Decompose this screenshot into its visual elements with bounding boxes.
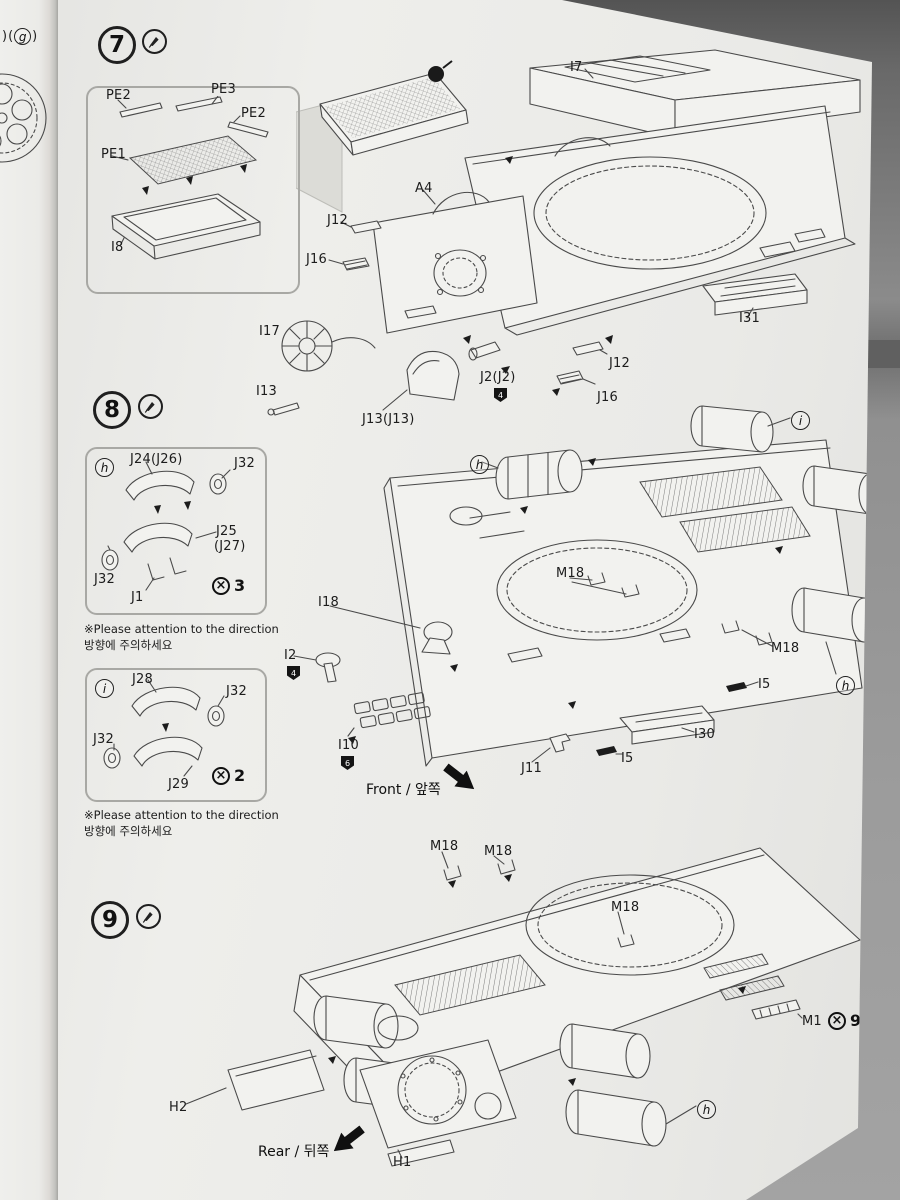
part-label-j13: J13(J13): [362, 412, 415, 427]
knife-icon: [138, 394, 163, 419]
multiply-icon: ×: [212, 766, 230, 785]
tank-h-right-badge: h: [836, 676, 855, 695]
color-tag-j2: 4: [494, 388, 507, 402]
step8-subassembly-i-illustration: [103, 679, 225, 777]
part-label-j11: J11: [521, 761, 542, 776]
part-label-j12-right: J12: [609, 356, 630, 371]
part-label-j16-left: J16: [306, 252, 327, 267]
knife-glyph: [144, 402, 155, 413]
quantity-m1-value: 9: [850, 1011, 862, 1030]
direction-note-i: ※Please attention to the direction 방향에 주…: [84, 808, 279, 839]
step-9-number: 9: [91, 901, 129, 939]
tank-h-badge: h: [470, 455, 489, 474]
adjacent-page-label: ) ( g ): [2, 28, 37, 45]
part-label-i17: I17: [259, 324, 280, 339]
quantity-h-value: 3: [234, 576, 246, 595]
part-label-i13: I13: [256, 384, 277, 399]
quantity-i: × 2: [212, 766, 245, 785]
cement-icon: [428, 66, 444, 82]
knife-glyph: [142, 912, 153, 923]
step7-detail-illustration: [111, 96, 269, 260]
part-label-j32-i-top: J32: [226, 684, 247, 699]
tank-i-badge: i: [791, 411, 810, 430]
part-label-j28: J28: [132, 672, 153, 687]
adjacent-paren-close: ): [32, 29, 38, 44]
direction-note-h-en: ※Please attention to the direction: [84, 622, 279, 636]
step-8-number: 8: [93, 391, 131, 429]
direction-note-h: ※Please attention to the direction 방향에 주…: [84, 622, 279, 653]
part-label-i8: I8: [111, 240, 124, 255]
part-label-m18-right: M18: [771, 641, 800, 656]
subassembly-g-badge: g: [14, 28, 32, 45]
part-label-j32-h-top: J32: [234, 456, 255, 471]
part-label-pe3: PE3: [211, 82, 236, 97]
part-label-j32-i-left: J32: [93, 732, 114, 747]
part-label-a4: A4: [415, 181, 433, 196]
step7-main-illustration: [267, 49, 861, 416]
adjacent-page-part-illustration: [0, 73, 47, 163]
step7-detail-box: [86, 86, 300, 294]
part-label-j32-h-left: J32: [94, 572, 115, 587]
adjacent-paren-open: (: [8, 29, 14, 44]
part-label-j24: J24(J26): [130, 452, 183, 467]
part-label-j12-left: J12: [327, 213, 348, 228]
part-label-m18-b: M18: [484, 844, 513, 859]
part-label-pe2-right: PE2: [241, 106, 266, 121]
quantity-h: × 3: [212, 576, 245, 595]
part-label-i7: I7: [570, 60, 583, 75]
step8-subassembly-i-box: [85, 668, 267, 802]
part-label-j16-right: J16: [597, 390, 618, 405]
knife-icon: [142, 29, 167, 54]
subassembly-h-badge: h: [95, 458, 114, 477]
part-label-i5-bottom: I5: [621, 751, 634, 766]
adjacent-paren: ): [2, 29, 8, 44]
step-7-number: 7: [98, 26, 136, 64]
part-label-j27: (J27): [214, 539, 246, 554]
front-direction-label: Front / 앞쪽: [366, 782, 441, 798]
multiply-icon: ×: [828, 1011, 846, 1030]
part-label-i18: I18: [318, 595, 339, 610]
direction-note-i-en: ※Please attention to the direction: [84, 808, 279, 822]
part-label-i2: I2: [284, 648, 297, 663]
step-9-digit: 9: [101, 907, 118, 933]
subassembly-i-badge: i: [95, 679, 114, 698]
part-label-pe2-top: PE2: [106, 88, 131, 103]
step8-subassembly-h-box: [85, 447, 267, 615]
part-label-h2: H2: [169, 1100, 188, 1115]
color-tag-i10: 6: [341, 756, 354, 770]
part-label-i31: I31: [739, 311, 760, 326]
quantity-i-value: 2: [234, 766, 246, 785]
part-label-m1: M1: [802, 1014, 822, 1029]
step-8-digit: 8: [103, 397, 120, 423]
adjacent-page-edge: ) ( g ): [0, 0, 60, 1200]
color-tag-i2: 4: [287, 666, 300, 680]
part-label-j1: J1: [131, 590, 144, 605]
part-label-m18-center: M18: [556, 566, 585, 581]
step8-subassembly-h-illustration: [101, 461, 231, 591]
part-label-i10: I10: [338, 738, 359, 753]
part-label-pe1: PE1: [101, 147, 126, 162]
part-label-i5-right: I5: [758, 677, 771, 692]
multiply-icon: ×: [212, 576, 230, 595]
part-label-m18-c: M18: [611, 900, 640, 915]
rear-direction-label: Rear / 뒤쪽: [258, 1144, 330, 1160]
quantity-m1: × 9: [828, 1011, 861, 1030]
step8-main-illustration: [293, 405, 872, 767]
knife-icon: [136, 904, 161, 929]
part-label-j2: J2(J2): [480, 370, 516, 385]
part-label-m18-a: M18: [430, 839, 459, 854]
knife-glyph: [148, 37, 159, 48]
step9-main-illustration: [185, 847, 861, 1167]
tank-h-badge-step9: h: [697, 1100, 716, 1119]
part-label-i30: I30: [694, 727, 715, 742]
step-7-digit: 7: [108, 32, 125, 58]
part-label-h1: H1: [393, 1155, 412, 1170]
part-label-j29: J29: [168, 777, 189, 792]
direction-note-h-ko: 방향에 주의하세요: [84, 637, 173, 652]
part-label-j25: J25: [216, 524, 237, 539]
direction-note-i-ko: 방향에 주의하세요: [84, 823, 173, 838]
